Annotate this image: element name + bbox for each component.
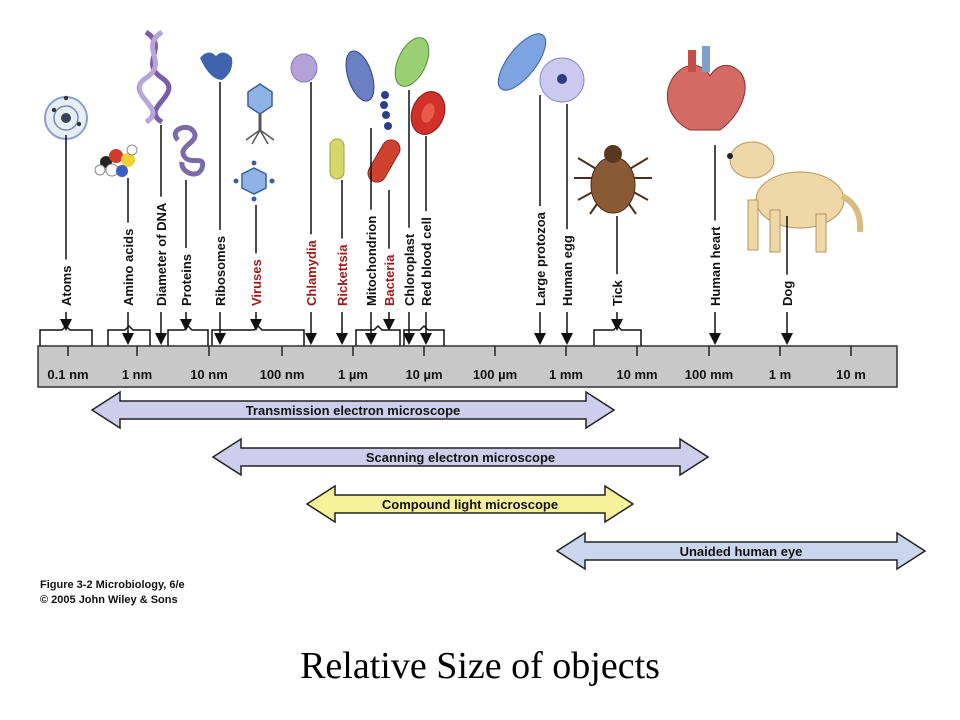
red-blood-cell-icon [410,91,446,135]
object-human-heart: Human heart [708,145,723,345]
range-bracket [107,324,151,346]
dna-helix-icon [136,29,172,125]
scale-tick-label: 100 mm [685,367,733,382]
range-scanning-electron-microscope: Scanning electron microscope [211,437,710,477]
chlamydia-cell-icon [290,53,318,83]
object-label: Diameter of DNA [154,202,169,306]
caption-line-2: © 2005 John Wiley & Sons [40,594,178,606]
object-label: Amino acids [121,229,136,306]
scale-bar: 0.1 nm 1 nm 10 nm 100 nm 1 µm 10 µm 100 µm 1 mm… [37,345,898,388]
range-brackets [39,324,642,346]
range-bracket [167,324,209,346]
chloroplast-icon [394,37,430,87]
ribosome-icon [200,52,233,80]
object-label: Dog [780,281,795,306]
range-arrow [90,390,616,430]
range-label: Scanning electron microscope [366,450,555,465]
object-label: Chlamydia [304,239,319,306]
protein-coil-icon [172,125,206,177]
scale-tick-label: 0.1 nm [47,367,88,382]
scale-tick-label: 10 nm [190,367,228,382]
object-label: Viruses [249,259,264,306]
object-ribosomes: Ribosomes [213,82,228,345]
scale-tick-label: 10 mm [616,367,657,382]
object-chlamydia: Chlamydia [304,82,319,345]
range-arrow [211,437,710,477]
range-label: Transmission electron microscope [246,403,461,418]
range-compound-light-microscope: Compound light microscope [305,484,635,524]
amino-acid-molecule-icon [94,144,138,177]
scale-tick-label: 1 nm [122,367,152,382]
figure-caption: Figure 3-2 Microbiology, 6/e © 2005 John… [40,578,185,608]
object-amino-acids: Amino acids [121,178,136,345]
object-label: Chloroplast [402,233,417,306]
object-label: Tick [610,279,625,306]
object-atoms: Atoms [59,135,74,331]
range-unaided-human-eye: Unaided human eye [555,531,927,571]
object-human-egg: Human egg [560,104,575,345]
range-bracket [593,324,642,346]
microscope-ranges: Transmission electron microscopeScanning… [90,390,927,571]
object-label: Human egg [560,235,575,306]
object-chloroplast: Chloroplast [402,90,417,345]
object-red-blood-cell: Red blood cell [419,136,434,345]
object-labels: Atoms Amino acids Diameter of DNA Proteins R… [59,82,795,345]
scale-tick-label: 1 mm [549,367,583,382]
object-bacteria: Bacteria [382,190,397,331]
mitochondrion-icon [345,50,392,130]
object-label: Mitochondrion [364,216,379,306]
scale-tick-label: 1 m [769,367,791,382]
object-label: Red blood cell [419,217,434,306]
tick-icon [574,145,652,215]
range-bracket [211,324,305,346]
bacteria-icon [367,139,401,183]
slide-title: Relative Size of objects [300,645,660,687]
object-tick: Tick [610,216,625,331]
range-bracket [39,324,93,346]
object-viruses: Viruses [249,205,264,331]
protozoa-icon [497,33,547,91]
range-arrow [555,531,927,571]
human-egg-icon [539,57,585,103]
scale-tick-label: 10 m [836,367,866,382]
object-dog: Dog [780,216,795,345]
object-label: Bacteria [382,254,397,306]
range-label: Compound light microscope [382,497,558,512]
object-large-protozoa: Large protozoa [533,95,548,345]
virus-icon [233,83,275,202]
object-label: Rickettsia [335,244,350,306]
caption-line-1: Figure 3-2 Microbiology, 6/e [40,579,185,591]
object-proteins: Proteins [179,180,194,331]
range-label: Unaided human eye [680,544,803,559]
rickettsia-cell-icon [329,138,345,180]
scale-tick-label: 10 µm [405,367,442,382]
dog-icon [727,141,864,253]
object-label: Atoms [59,266,74,306]
heart-icon [666,46,746,131]
object-label: Large protozoa [533,211,548,306]
range-bracket [403,324,445,346]
object-label: Ribosomes [213,236,228,306]
object-diameter-of-dna: Diameter of DNA [154,125,169,345]
range-transmission-electron-microscope: Transmission electron microscope [90,390,616,430]
range-bracket [355,324,401,346]
object-label: Human heart [708,226,723,306]
atom-icon [44,95,88,140]
range-arrow [305,484,635,524]
scale-tick-label: 1 µm [338,367,368,382]
object-label: Proteins [179,254,194,306]
scale-tick-label: 100 µm [473,367,517,382]
object-mitochondrion: Mitochondrion [364,128,379,345]
object-rickettsia: Rickettsia [335,180,350,345]
scale-tick-label: 100 nm [260,367,305,382]
